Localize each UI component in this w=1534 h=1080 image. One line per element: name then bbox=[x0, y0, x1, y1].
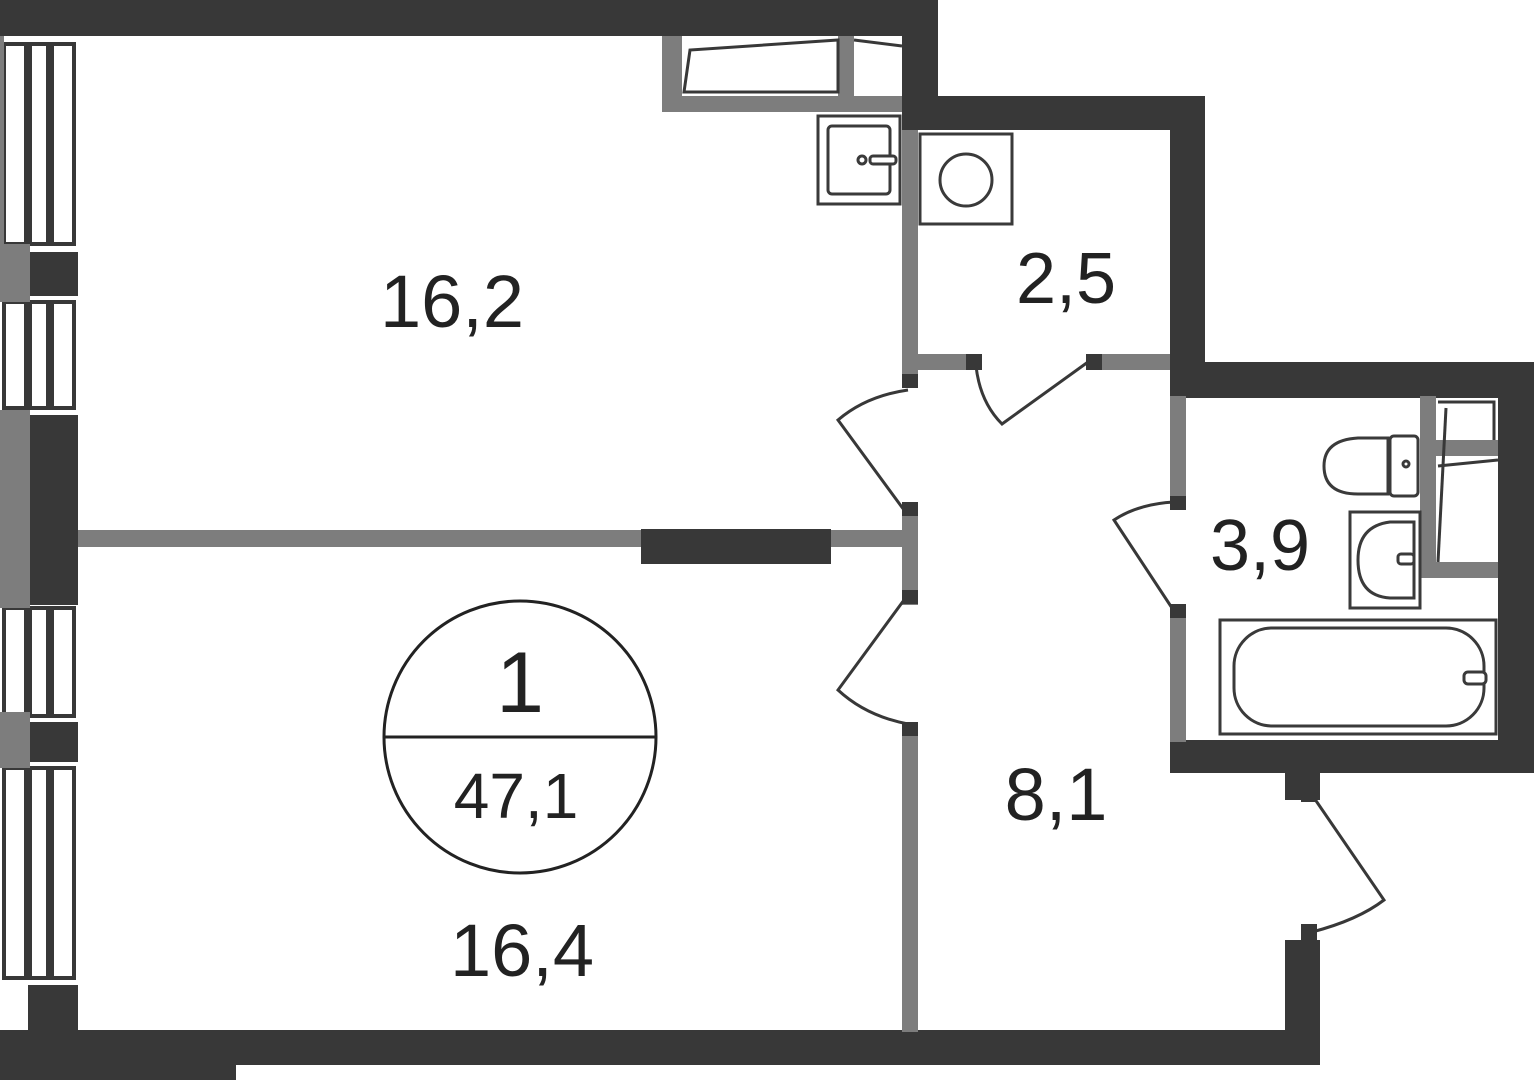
wall-left-pier-2 bbox=[28, 415, 78, 605]
wall-bath-bottom bbox=[1170, 740, 1534, 773]
wall-bottom-ledge bbox=[0, 1060, 236, 1080]
area-label-storage: 2,5 bbox=[1016, 239, 1116, 319]
partition-bath-shaft-mid bbox=[1436, 440, 1498, 456]
shaft-window bbox=[682, 38, 1499, 563]
partition-shaft-left bbox=[662, 36, 682, 112]
partition-storage-bottom-right bbox=[1086, 354, 1170, 370]
area-label-bathroom: 3,9 bbox=[1210, 506, 1310, 586]
partition-bath-left-top bbox=[1170, 396, 1186, 502]
wall-top bbox=[0, 0, 938, 36]
area-label-hall: 8,1 bbox=[1005, 753, 1108, 836]
door-swing-icon bbox=[835, 360, 1387, 934]
partition-shaft-bottom bbox=[662, 96, 902, 112]
badge-rooms-count: 1 bbox=[496, 635, 544, 731]
wall-bath-top bbox=[1170, 362, 1534, 398]
wall-left-pier-4 bbox=[28, 985, 78, 1045]
wall-bottom bbox=[0, 1030, 1320, 1065]
window-icon bbox=[2, 42, 76, 980]
wall-bath-right bbox=[1498, 362, 1534, 773]
bathtub-icon bbox=[1218, 618, 1498, 736]
window-frame-grey bbox=[0, 36, 30, 768]
partition-bath-shaft-left bbox=[1420, 396, 1436, 578]
partition-bath-shaft-bottom bbox=[1420, 562, 1498, 578]
badge-total-area: 47,1 bbox=[454, 760, 579, 832]
wardrobe-icon bbox=[641, 529, 831, 564]
partition-shaft-post bbox=[838, 36, 854, 112]
apartment-badge: 1 47,1 bbox=[382, 599, 658, 875]
wall-left-top-cap bbox=[0, 0, 78, 36]
wall-storage-top bbox=[902, 96, 1205, 130]
wall-storage-right bbox=[1170, 96, 1205, 396]
partition-living-divider bbox=[78, 530, 643, 547]
partition-hall-left-mid bbox=[902, 510, 918, 605]
partitions bbox=[78, 36, 1498, 1032]
area-label-top-room: 16,2 bbox=[380, 260, 524, 343]
washing-machine-icon bbox=[918, 132, 1014, 226]
toilet-icon bbox=[1322, 434, 1420, 498]
partition-bath-left-bottom bbox=[1170, 610, 1186, 742]
partition-living-divider-right bbox=[830, 530, 910, 547]
sink-icon bbox=[816, 114, 902, 206]
bath-sink-icon bbox=[1348, 510, 1422, 610]
area-label-bottom-room: 16,4 bbox=[450, 909, 594, 992]
door-jambs bbox=[902, 354, 1317, 942]
partition-hall-left-top bbox=[902, 130, 918, 380]
partition-storage-bottom-left bbox=[902, 354, 982, 370]
partition-hall-left-bottom bbox=[902, 722, 918, 1032]
